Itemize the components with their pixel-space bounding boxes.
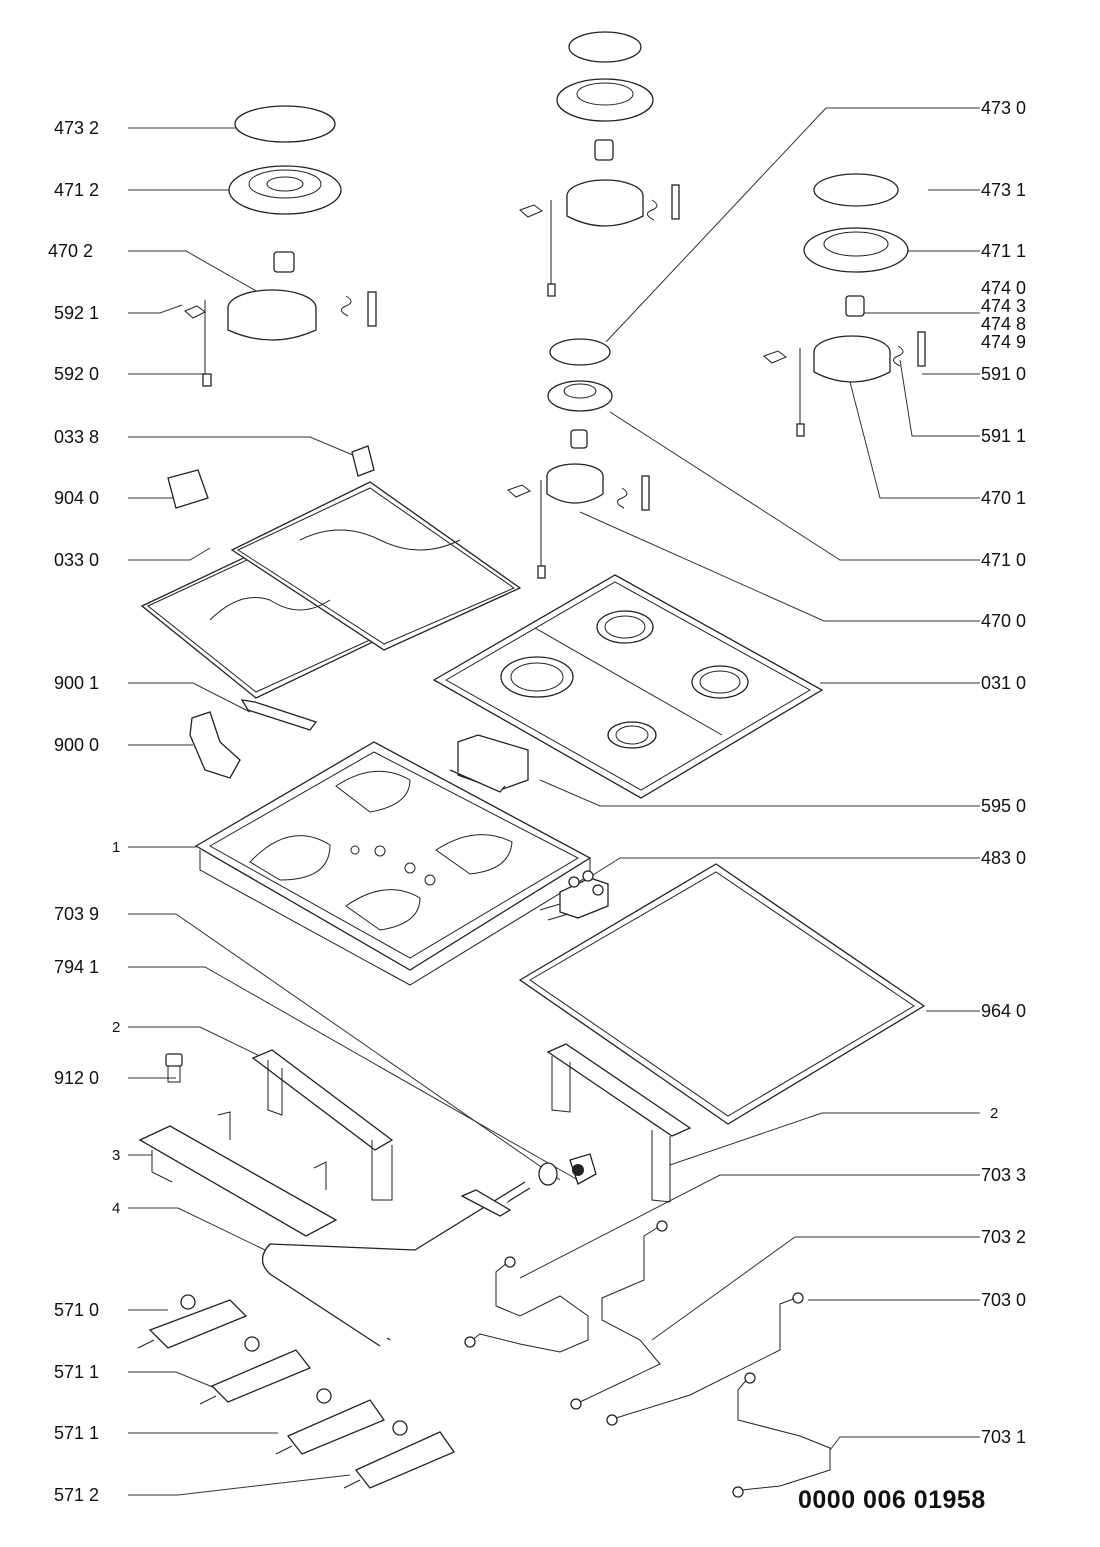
top-center-burner-assembly [519,31,680,297]
hob-base-tray [194,741,592,986]
part-label: 031 0 [981,673,1027,693]
part-label: 703 3 [981,1165,1027,1185]
part-label: 473 2 [54,118,100,138]
part-label: 4 [112,1200,121,1217]
part-label: 591 0 [981,364,1027,384]
gas-pipes [464,1220,831,1498]
part-label: 794 1 [54,957,100,977]
part-label: 900 0 [54,735,100,755]
small-center-burner-assembly [507,338,650,579]
part-label: 571 1 [54,1362,100,1382]
part-label: 1 [112,839,121,856]
pan-supports [140,445,522,699]
ignition-module [189,699,529,793]
right-burner-assembly [763,173,926,437]
hob-top-panel [432,574,824,799]
part-label: 033 8 [54,427,100,447]
part-label: 595 0 [981,796,1027,816]
part-label: 703 2 [981,1227,1027,1247]
part-label: 471 1 [981,241,1027,261]
part-label: 571 0 [54,1300,100,1320]
part-label: 703 1 [981,1427,1027,1447]
part-label: 912 0 [54,1068,100,1088]
part-label: 2 [112,1019,121,1036]
part-label: 703 0 [981,1290,1027,1310]
part-label: 900 1 [54,673,100,693]
gas-inlet-pipe [261,1153,597,1347]
part-label: 473 1 [981,180,1027,200]
part-label: 571 1 [54,1423,100,1443]
part-label: 964 0 [981,1001,1027,1021]
part-label: 2 [990,1105,999,1122]
part-label: 3 [112,1147,121,1164]
part-label: 470 0 [981,611,1027,631]
part-label: 033 0 [54,550,100,570]
part-label: 474 8 [981,314,1027,334]
part-label: 571 2 [54,1485,100,1505]
part-label: 470 2 [48,241,94,261]
part-label: 471 2 [54,180,100,200]
leader-lines [128,107,980,1496]
part-label: 474 9 [981,332,1027,352]
part-label: 904 0 [54,488,100,508]
part-label: 470 1 [981,488,1027,508]
fixing-brackets [138,1043,692,1237]
part-label: 474 3 [981,296,1027,316]
part-label: 471 0 [981,550,1027,570]
terminal-block [539,870,609,921]
part-label: 592 1 [54,303,100,323]
part-label: 703 9 [54,904,100,924]
part-label: 473 0 [981,98,1027,118]
part-label: 483 0 [981,848,1027,868]
document-number: 0000 006 01958 [798,1486,986,1514]
part-label: 592 0 [54,364,100,384]
part-label: 474 0 [981,278,1027,298]
part-label: 591 1 [981,426,1027,446]
hob-seal [518,863,926,1125]
gas-taps [137,1294,455,1489]
left-burner-assembly [184,105,377,387]
